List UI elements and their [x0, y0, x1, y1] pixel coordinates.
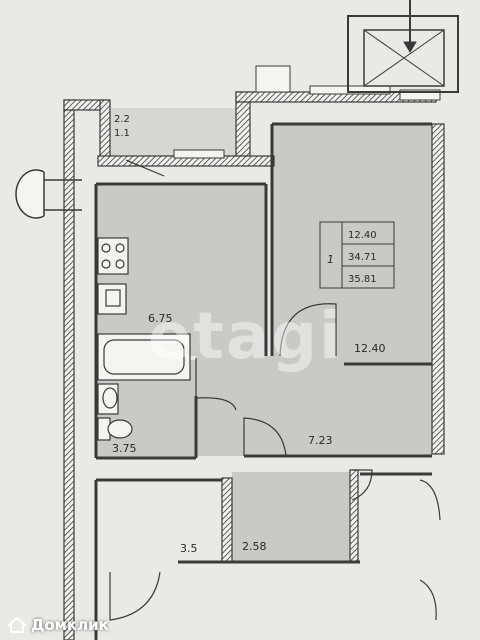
summary-total-with-balcony: 35.81	[348, 274, 377, 285]
living-area: 12.40	[354, 342, 386, 355]
toilet	[97, 417, 133, 441]
windows	[173, 65, 441, 159]
summary-total-area: 34.71	[348, 252, 377, 263]
area-summary-table	[319, 221, 395, 289]
summary-living-area: 12.40	[348, 230, 377, 241]
brand-logo: Домклик	[6, 616, 109, 634]
bathroom-area: 3.75	[112, 442, 137, 455]
ac-unit	[15, 169, 82, 219]
watermark: etagi	[148, 300, 343, 374]
hall-area: 7.23	[308, 434, 333, 447]
stove	[97, 237, 129, 275]
bathtub	[97, 333, 191, 381]
washbasin	[97, 383, 119, 415]
balcony-area-top: 2.2	[114, 114, 130, 125]
brand-name: Домклик	[31, 616, 109, 634]
house-icon	[6, 616, 28, 633]
storage-area: 2.58	[242, 540, 267, 553]
lower-left-area: 3.5	[180, 542, 198, 555]
shaft	[347, 0, 459, 93]
kitchen-area: 6.75	[148, 312, 173, 325]
balcony-area-bottom: 1.1	[114, 128, 130, 139]
sink	[97, 283, 127, 315]
inner-walls	[94, 122, 432, 640]
door-swings	[109, 159, 441, 621]
room-count: 1	[327, 253, 334, 266]
